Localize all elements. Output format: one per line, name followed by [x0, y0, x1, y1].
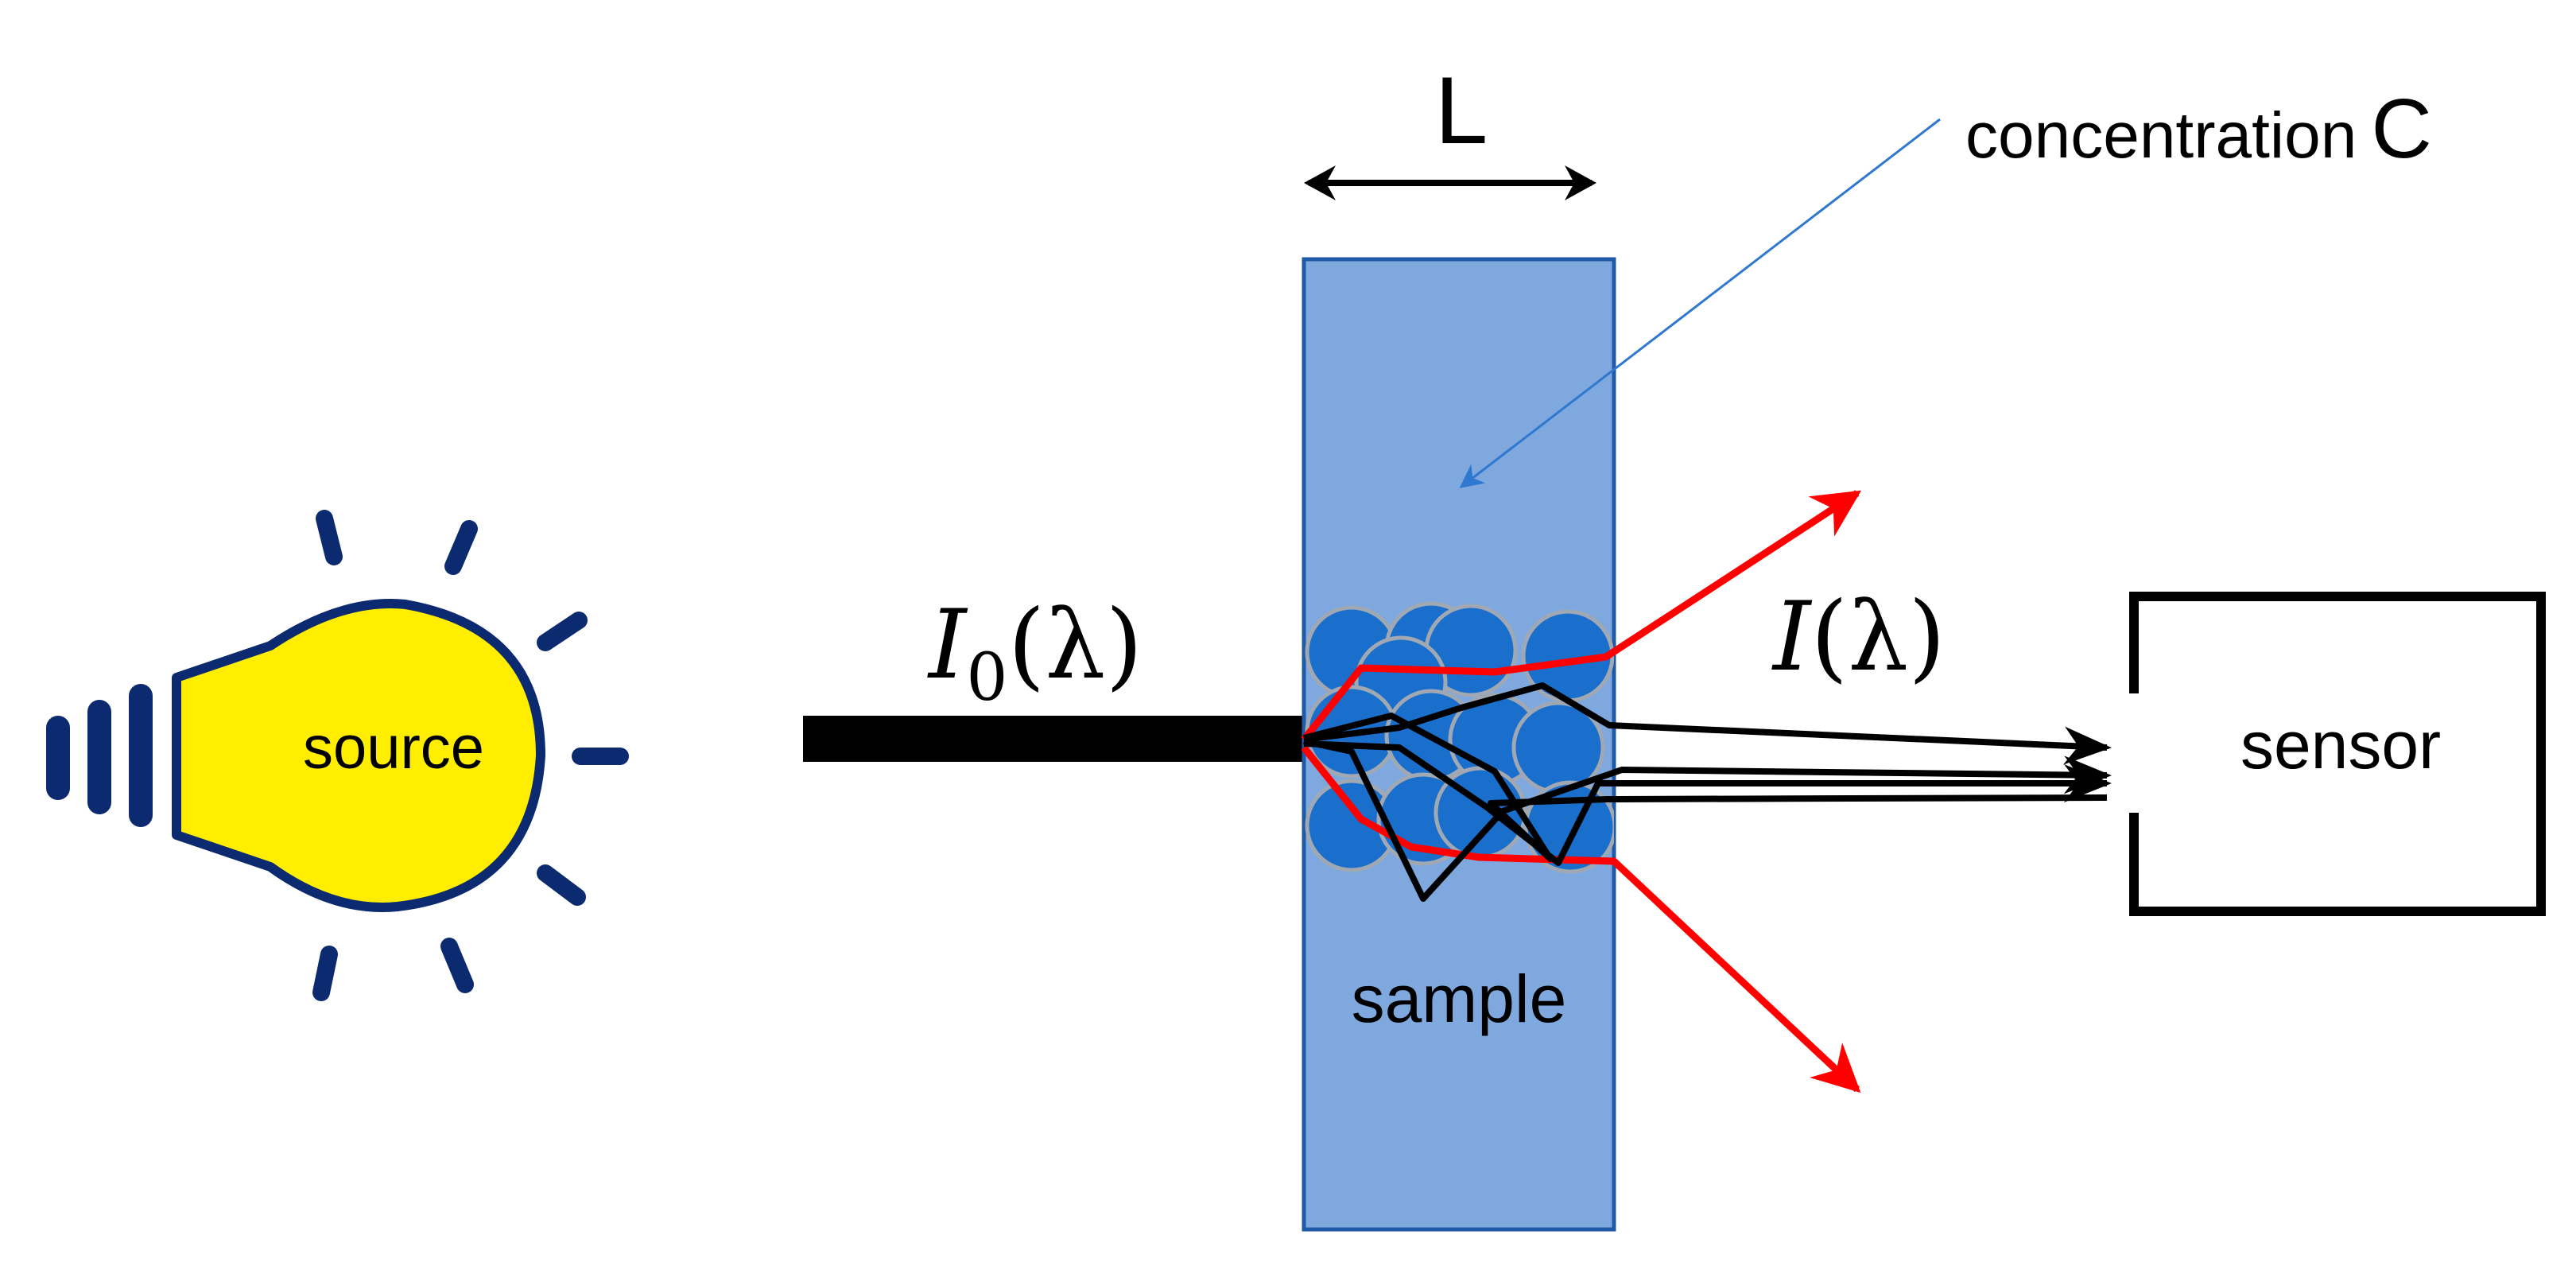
concentration-pointer	[1459, 118, 1941, 488]
bulb-base-stripe	[129, 684, 153, 827]
incident-intensity-label: I0(λ)	[927, 590, 1143, 716]
scattered-rays	[1301, 490, 1862, 1093]
sample-particles	[1305, 601, 1614, 874]
bulb-glass	[172, 599, 545, 912]
source-label: source	[303, 714, 484, 782]
light-bulb-icon: source	[46, 510, 629, 1001]
sample-label: sample	[1352, 961, 1567, 1036]
transmitted-ray	[1303, 713, 2108, 862]
scattered-ray-down	[1301, 745, 1861, 1093]
transmitted-intensity-label: I(λ)	[1771, 582, 1946, 693]
bulb-base-stripe	[87, 700, 111, 814]
bulb-base-stripe	[46, 716, 70, 800]
transmitted-ray	[1303, 738, 2112, 902]
transmitted-ray	[1303, 682, 2112, 765]
incident-beam	[803, 716, 1304, 762]
bulb-rays	[312, 510, 629, 1001]
detector-box-icon	[2129, 592, 2546, 916]
sensor-label: sensor	[2240, 708, 2441, 783]
length-label: L	[1435, 57, 1488, 164]
transmitted-rays	[1303, 682, 2112, 902]
path-length-indicator: L	[1304, 57, 1596, 200]
scattered-ray-up	[1301, 490, 1862, 742]
